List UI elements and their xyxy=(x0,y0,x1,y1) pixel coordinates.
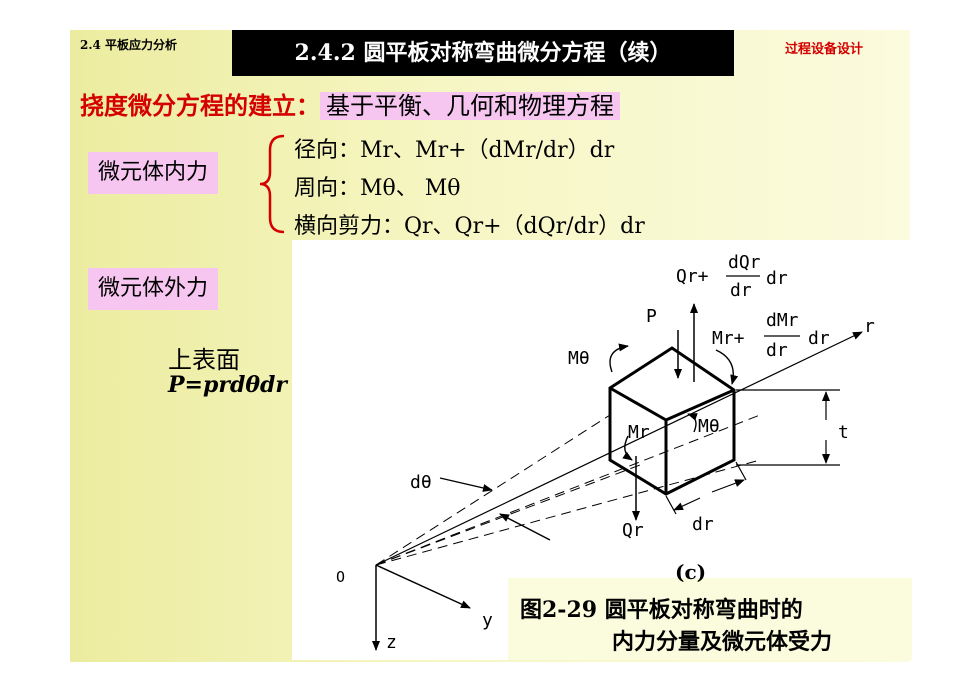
figure-tag: (c) xyxy=(675,560,707,584)
circumferential-moment-line: 周向：Mθ、 Mθ xyxy=(294,176,461,201)
label-qr: Qr xyxy=(622,520,644,541)
label-dr-tail-q: dr xyxy=(766,268,788,289)
label-t: t xyxy=(838,422,849,443)
internal-force-label: 微元体内力 xyxy=(88,152,219,194)
dtheta-arrow-upper xyxy=(439,477,493,492)
caption-box xyxy=(508,578,912,660)
mtheta-left-arc xyxy=(609,343,629,373)
load-formula: P=prdθdr xyxy=(168,372,287,398)
external-force-label: 微元体外力 xyxy=(88,268,219,310)
shear-force-line: 横向剪力：Qr、Qr+（dQr/dr）dr xyxy=(294,214,645,239)
label-dmr: dMr xyxy=(766,310,799,331)
label-dr-den-m: dr xyxy=(766,340,788,361)
mr-arc xyxy=(622,435,633,461)
caption-line-2: 内力分量及微元体受力 xyxy=(612,629,833,655)
lead-highlight: 基于平衡、几何和物理方程 xyxy=(320,92,620,120)
thickness-dimension xyxy=(736,389,840,466)
caption-line-1: 图2-29 圆平板对称弯曲时的 xyxy=(520,597,803,623)
lead-label: 挠度微分方程的建立： xyxy=(80,91,320,120)
dr-dimension xyxy=(665,461,747,515)
element-box xyxy=(608,346,736,496)
label-dr-den-q: dr xyxy=(730,280,752,301)
label-r: r xyxy=(864,316,875,337)
label-mr-plus: Mr+ xyxy=(712,328,745,349)
label-mr: Mr xyxy=(628,422,650,443)
label-qr-plus: Qr+ xyxy=(676,266,709,287)
section-tag: 2.4 平板应力分析 xyxy=(80,38,178,52)
mtheta-right-arc xyxy=(687,413,698,433)
course-name: 过程设备设计 xyxy=(785,42,864,57)
r-axis xyxy=(375,331,863,566)
dashed-rays xyxy=(375,414,761,566)
label-p: P xyxy=(646,306,657,327)
label-dr-bottom: dr xyxy=(692,514,714,535)
label-dtheta: dθ xyxy=(410,472,432,493)
label-dr-tail-m: dr xyxy=(808,328,830,349)
lead-line: 挠度微分方程的建立：基于平衡、几何和物理方程 xyxy=(80,86,620,121)
y-axis xyxy=(375,564,471,609)
label-y: y xyxy=(482,610,493,631)
label-dqr: dQr xyxy=(728,252,761,273)
dtheta-arrow-lower xyxy=(499,513,551,541)
slide-title: 2.4.2 圆平板对称弯曲微分方程（续） xyxy=(232,30,734,76)
mr-plus-arc xyxy=(715,349,739,385)
label-z: z xyxy=(386,632,397,653)
upper-surface-label: 上表面 xyxy=(168,346,240,374)
radial-moment-line: 径向：Mr、Mr+（dMr/dr）dr xyxy=(294,138,615,163)
label-mtheta-right: Mθ xyxy=(698,416,720,437)
label-origin: O xyxy=(336,568,345,586)
label-mtheta-left: Mθ xyxy=(568,348,590,369)
curly-brace xyxy=(259,134,285,234)
